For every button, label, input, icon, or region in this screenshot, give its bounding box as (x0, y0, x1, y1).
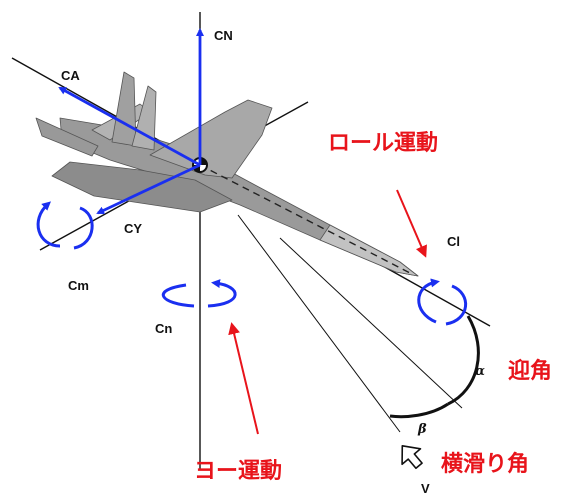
hollow-arrow-icon (401, 445, 423, 470)
velocity-line-outer (237, 214, 401, 433)
roll-motion-label: ロール運動 (328, 131, 438, 156)
sideslip-angle-label: 横滑り角 (441, 451, 529, 477)
aircraft (35, 71, 419, 277)
velocity-label: V (421, 481, 430, 496)
alpha-arc (447, 315, 480, 406)
yaw-annotation-arrow (228, 322, 259, 435)
beta-arc (389, 402, 449, 419)
cl-label: Cl (447, 234, 460, 249)
aircraft-fin-left (111, 71, 137, 147)
body-axes (58, 28, 204, 215)
aircraft-fin-right (131, 85, 157, 151)
cl-rotation-icon (417, 278, 468, 326)
moment-symbols (36, 201, 468, 326)
fuselage-centerline (199, 164, 411, 274)
alpha-label: α (475, 364, 485, 379)
aircraft-nose (319, 224, 419, 277)
yaw-motion-label: ヨー運動 (194, 459, 282, 484)
aircraft-left-tail (35, 117, 99, 157)
annotation-arrows (228, 189, 427, 435)
beta-label: β (417, 422, 427, 437)
cy-label: CY (124, 221, 142, 236)
cm-rotation-icon (36, 201, 94, 250)
cn-moment-label: Cn (155, 321, 172, 336)
roll-annotation-arrow (396, 189, 427, 258)
cm-label: Cm (68, 278, 89, 293)
angle-arcs (389, 315, 480, 419)
cn-rotation-icon (161, 279, 237, 308)
velocity-line-inner (279, 237, 463, 409)
aircraft-right-wing (149, 99, 273, 179)
ca-label: CA (61, 68, 80, 83)
cy-axis-arrow (96, 163, 201, 215)
angle-of-attack-label: 迎角 (508, 358, 552, 384)
aircraft-left-wing (51, 161, 233, 213)
cn-label: CN (214, 28, 233, 43)
ca-axis-arrow (58, 86, 201, 167)
